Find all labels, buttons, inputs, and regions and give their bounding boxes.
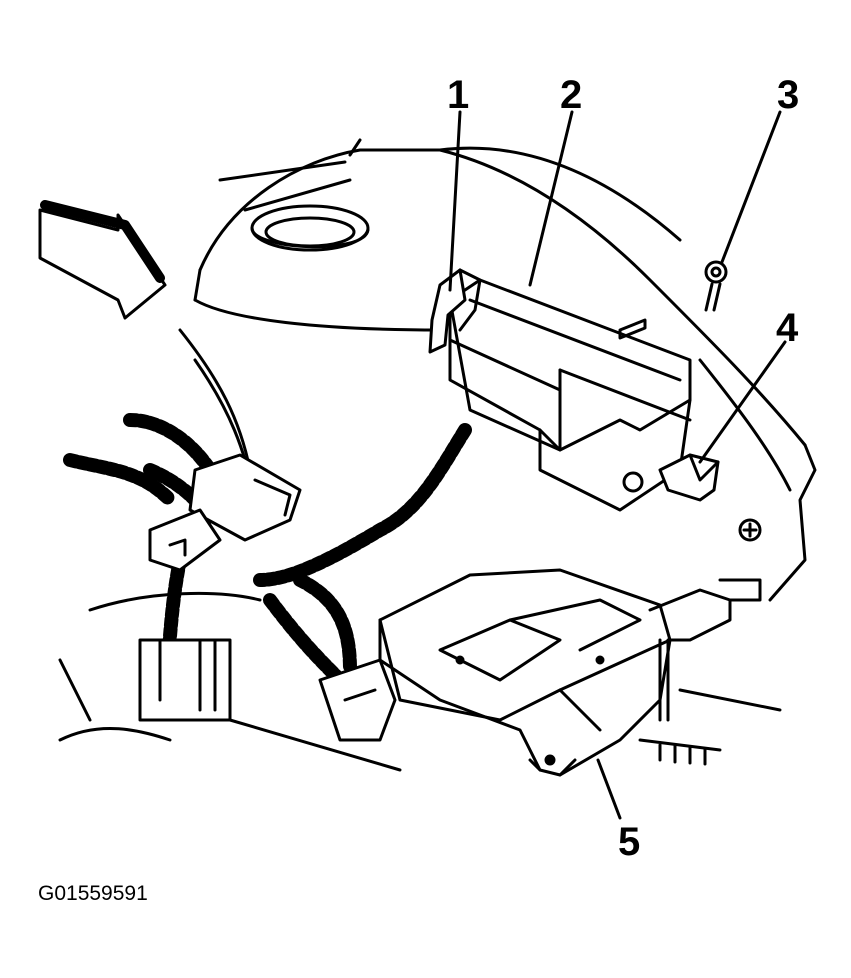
fastener: [704, 260, 728, 312]
callout-4-label: 4: [776, 306, 799, 350]
connector-1: [428, 268, 482, 354]
forward-arrow: [38, 200, 167, 320]
body-panel: [178, 138, 817, 602]
clip: [658, 453, 720, 502]
lower-structure: [58, 518, 782, 772]
control-module: [448, 278, 692, 512]
figure-id: G01559591: [38, 882, 148, 905]
harness-connectors: [148, 453, 397, 742]
leader-lines: [448, 110, 787, 820]
callout-3-label: 3: [777, 73, 800, 117]
strut-tower: [250, 204, 370, 252]
callout-5-label: 5: [618, 820, 641, 864]
mounting-tray: [378, 568, 762, 777]
callout-1-label: 1: [447, 73, 470, 117]
callout-2-label: 2: [560, 73, 583, 117]
